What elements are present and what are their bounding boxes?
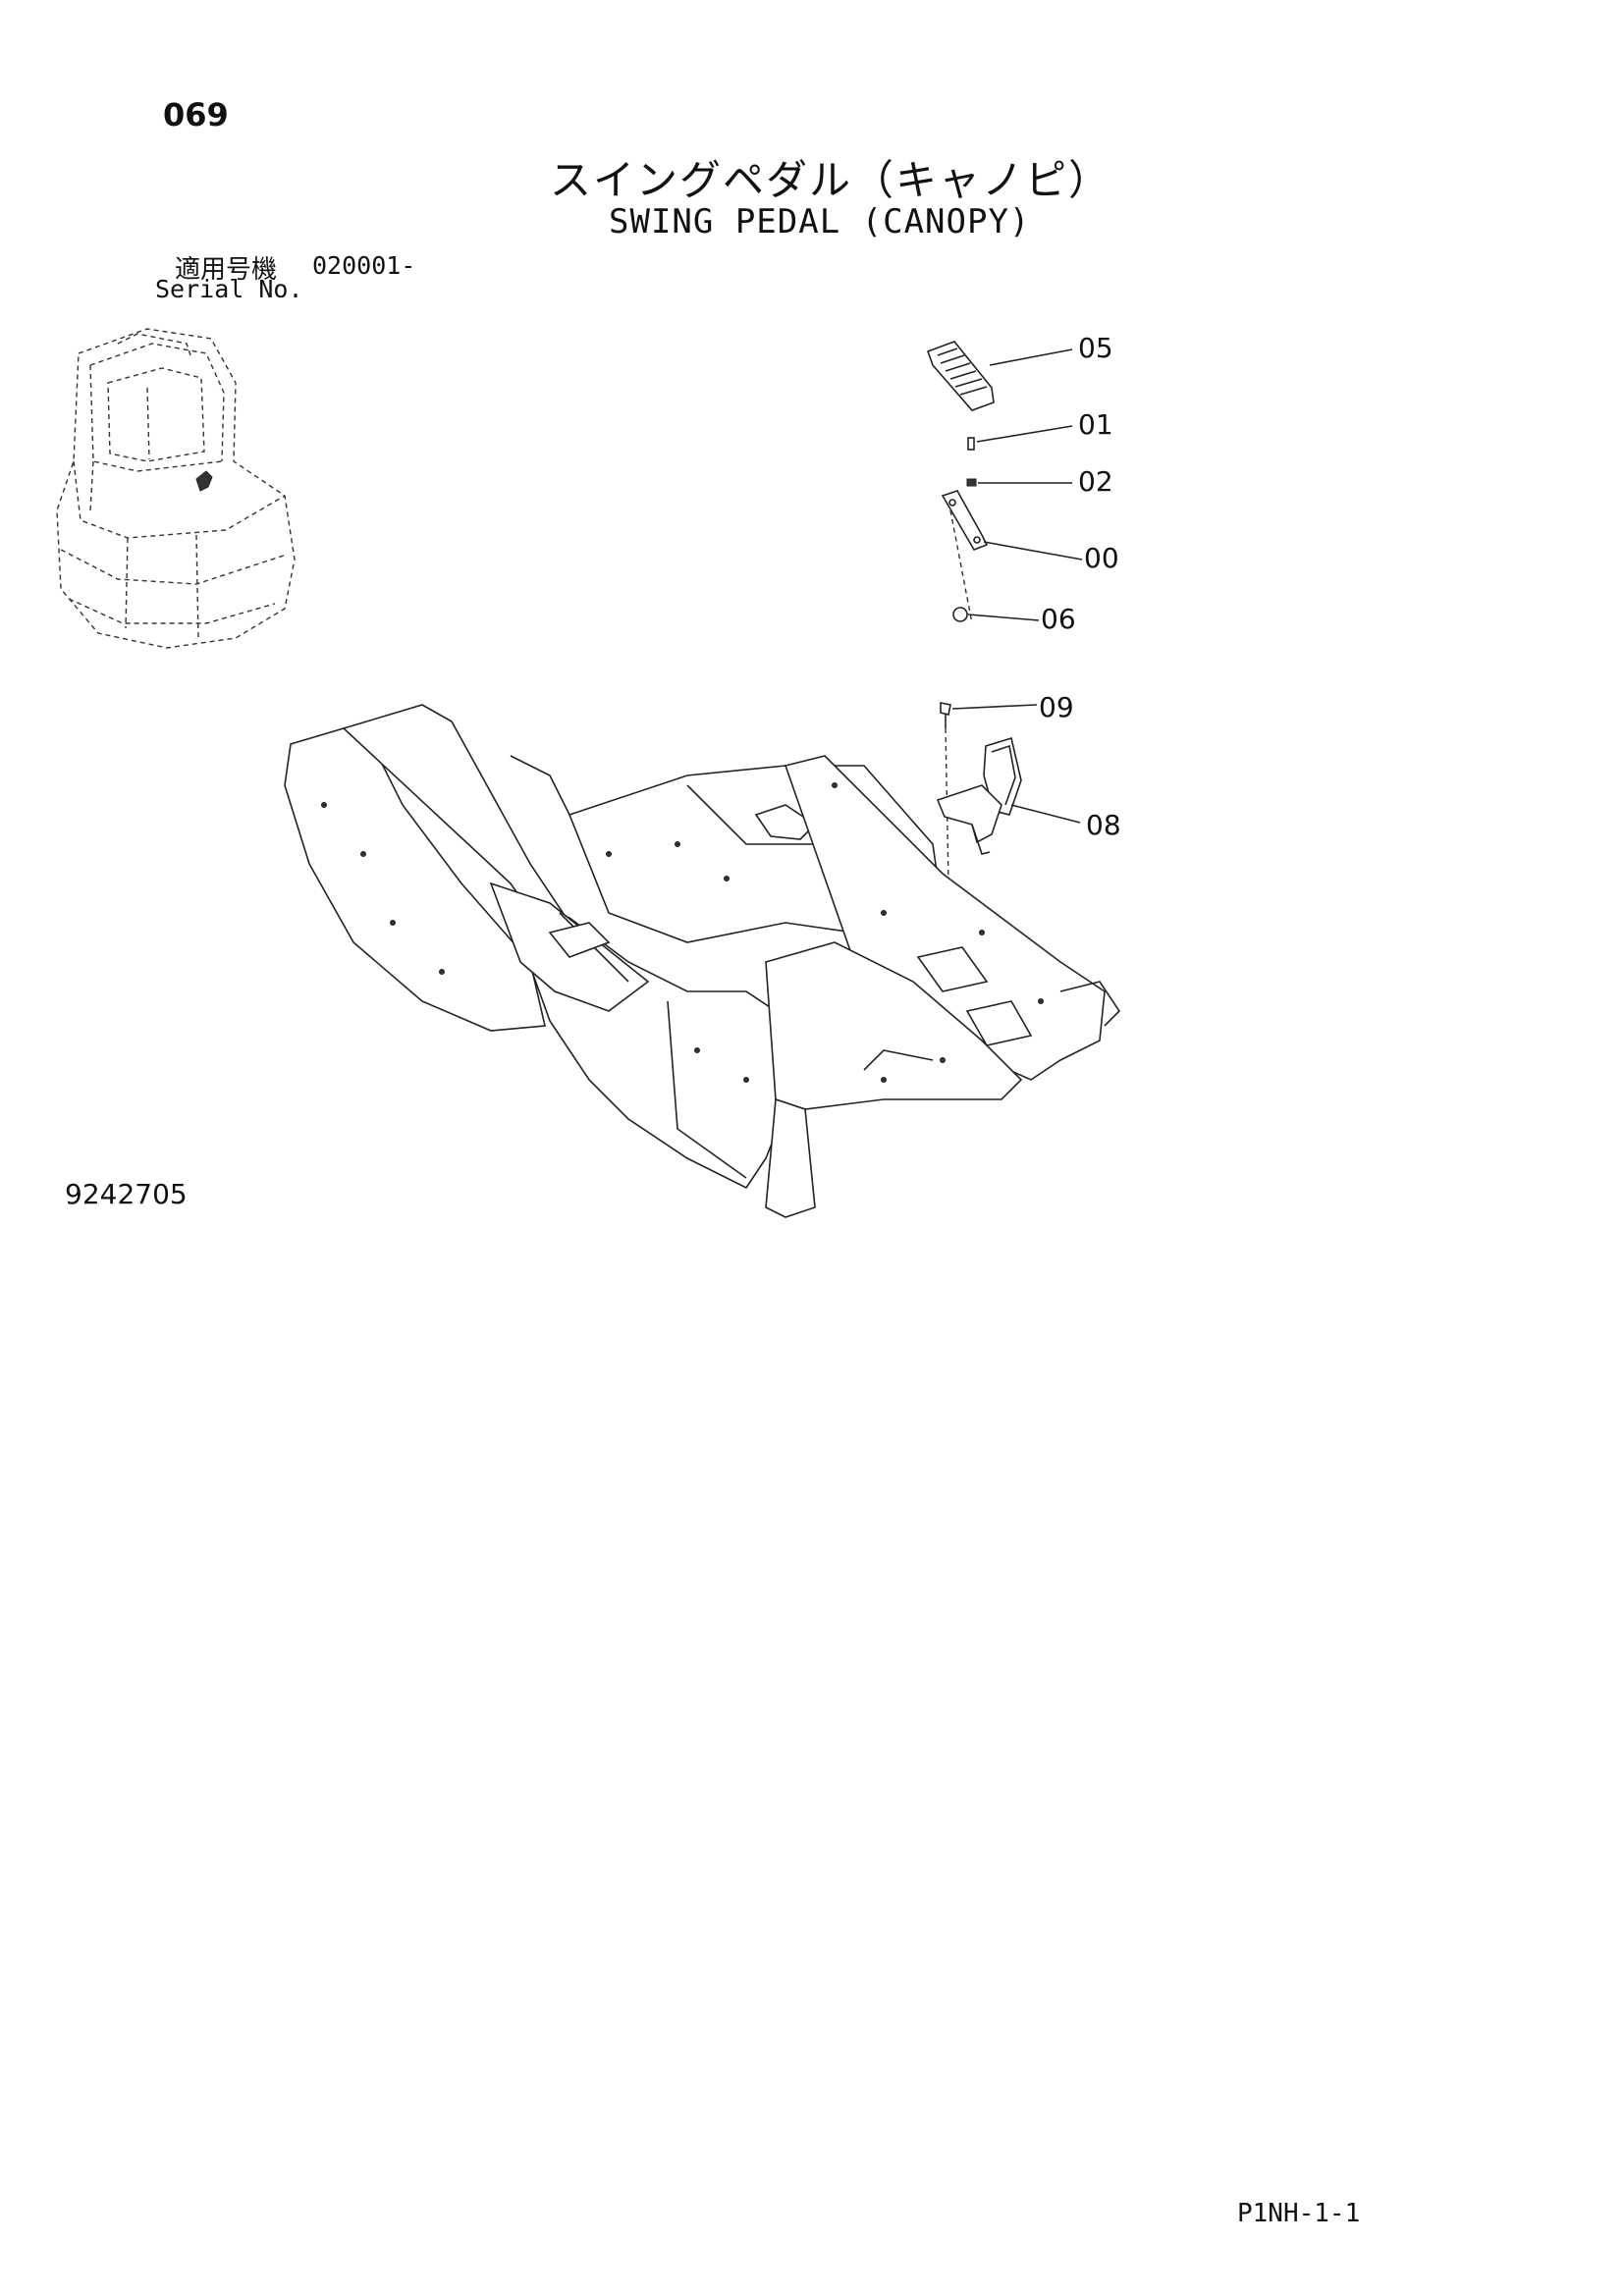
pin-icon xyxy=(967,437,975,451)
page-code: P1NH-1-1 xyxy=(1237,2199,1361,2228)
leader-08 xyxy=(1010,804,1081,824)
leader-06 xyxy=(967,614,1040,621)
leader-01 xyxy=(976,425,1073,443)
leader-00 xyxy=(983,541,1083,561)
callout-00: 00 xyxy=(1084,542,1119,574)
pedal-cover-icon xyxy=(926,341,995,411)
pedal-08-icon xyxy=(936,736,1022,855)
callout-05: 05 xyxy=(1078,332,1113,364)
callout-09: 09 xyxy=(1039,691,1074,723)
excavator-canopy-icon xyxy=(56,328,296,649)
callout-02: 02 xyxy=(1078,465,1113,498)
callout-01: 01 xyxy=(1078,408,1113,441)
nut-06-icon xyxy=(952,607,968,622)
callout-06: 06 xyxy=(1041,603,1076,635)
leader-05 xyxy=(989,348,1073,366)
leader-09 xyxy=(951,704,1038,710)
serial-label-jp: 適用号機 xyxy=(175,255,278,285)
callout-08: 08 xyxy=(1086,809,1121,841)
page-title-jp: スイングペダル（キャノピ） xyxy=(550,156,1112,204)
pedal-bracket-icon xyxy=(941,490,989,624)
page-title-en: SWING PEDAL (CANOPY) xyxy=(609,202,1031,241)
serial-label-en: Serial No. xyxy=(155,275,303,303)
floor-frame-drawing xyxy=(284,704,1121,1218)
page-number: 069 xyxy=(163,96,229,133)
bolt-icon xyxy=(940,702,951,716)
serial-value: 020001- xyxy=(312,251,416,280)
drawing-number: 9242705 xyxy=(65,1178,188,1210)
nut-icon xyxy=(966,478,977,487)
